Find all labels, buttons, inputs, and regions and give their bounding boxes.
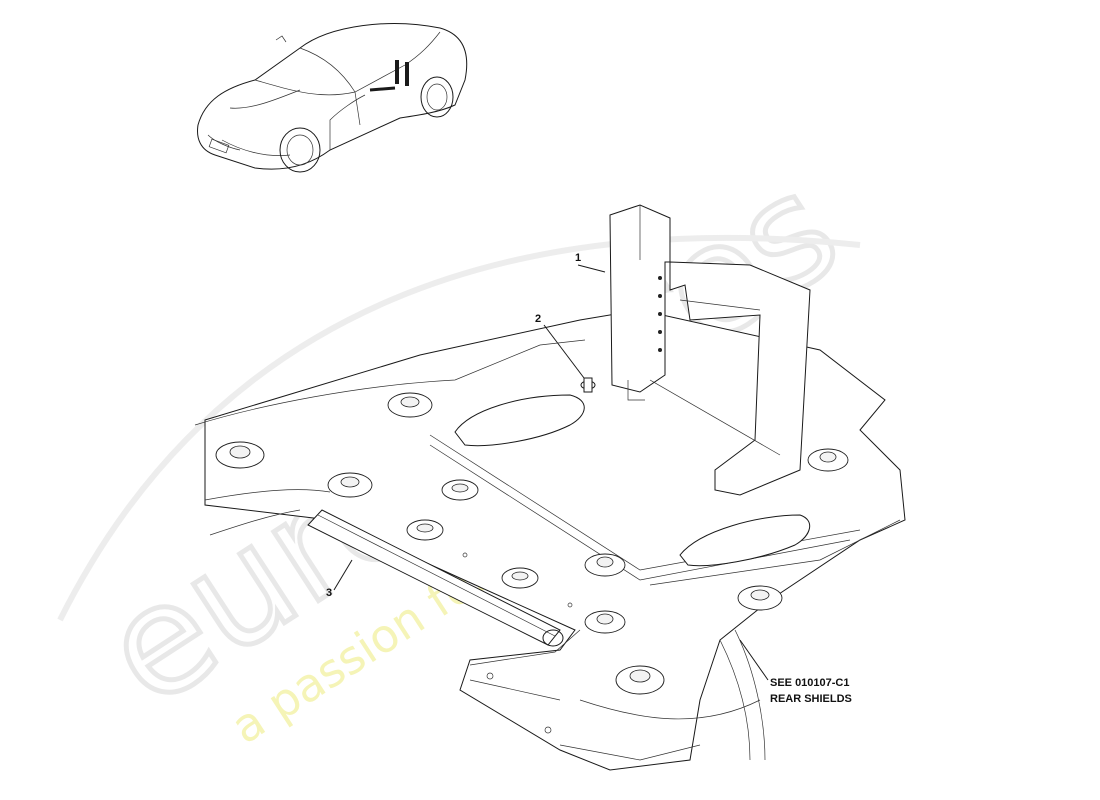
part-1-bracket [577, 204, 811, 496]
part-2-fastener [543, 324, 596, 393]
callout-1: 1 [575, 252, 581, 264]
reference-note-line2: REAR SHIELDS [770, 693, 852, 705]
callout-3: 3 [326, 587, 332, 599]
vehicle-thumbnail [197, 23, 468, 173]
reference-note-line1: SEE 010107-C1 [770, 677, 850, 689]
part-3-channel [307, 509, 564, 647]
floor-undertray [194, 309, 906, 771]
fixing-bosses [215, 392, 849, 734]
callout-2: 2 [535, 313, 541, 325]
reference-leader [739, 639, 769, 681]
